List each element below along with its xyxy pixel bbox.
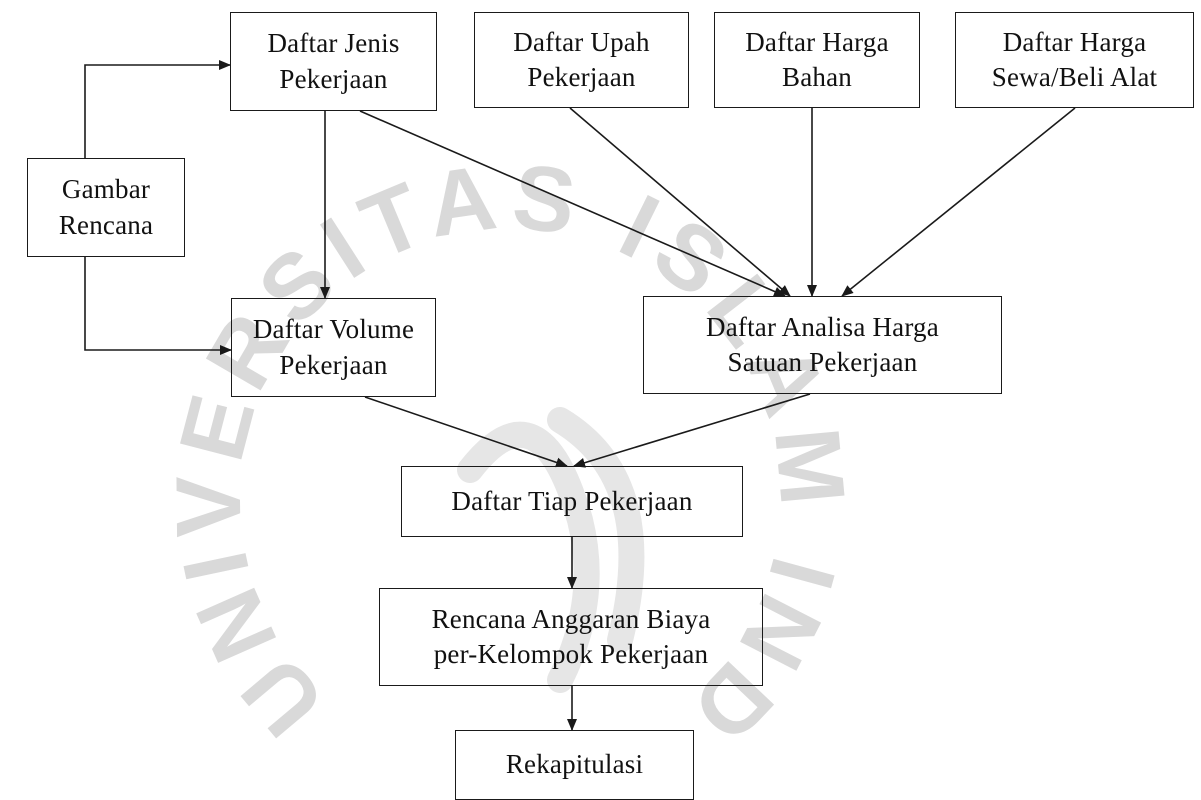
node-daftar-analisa-harga-satuan: Daftar Analisa Harga Satuan Pekerjaan: [643, 296, 1002, 394]
node-daftar-harga-sewa-beli-alat: Daftar Harga Sewa/Beli Alat: [955, 12, 1194, 108]
node-daftar-harga-bahan: Daftar Harga Bahan: [714, 12, 920, 108]
arrow-gambar-to-volume: [84, 257, 232, 355]
node-daftar-upah-pekerjaan: Daftar Upah Pekerjaan: [474, 12, 689, 108]
node-daftar-volume-pekerjaan: Daftar Volume Pekerjaan: [231, 298, 436, 397]
node-gambar-rencana: Gambar Rencana: [27, 158, 185, 257]
arrow-volume-to-tiap: [364, 396, 568, 468]
arrow-gambar-to-jenis: [84, 60, 231, 158]
arrow-analisa-to-tiap: [573, 393, 811, 468]
arrow-jenis-to-analisa: [359, 110, 786, 297]
node-daftar-jenis-pekerjaan: Daftar Jenis Pekerjaan: [230, 12, 437, 111]
node-rekapitulasi: Rekapitulasi: [455, 730, 694, 800]
arrow-upah-to-analisa: [569, 107, 791, 297]
node-daftar-tiap-pekerjaan: Daftar Tiap Pekerjaan: [401, 466, 743, 537]
node-rencana-anggaran-biaya: Rencana Anggaran Biaya per-Kelompok Peke…: [379, 588, 763, 686]
arrow-alat-to-analisa: [841, 107, 1076, 297]
